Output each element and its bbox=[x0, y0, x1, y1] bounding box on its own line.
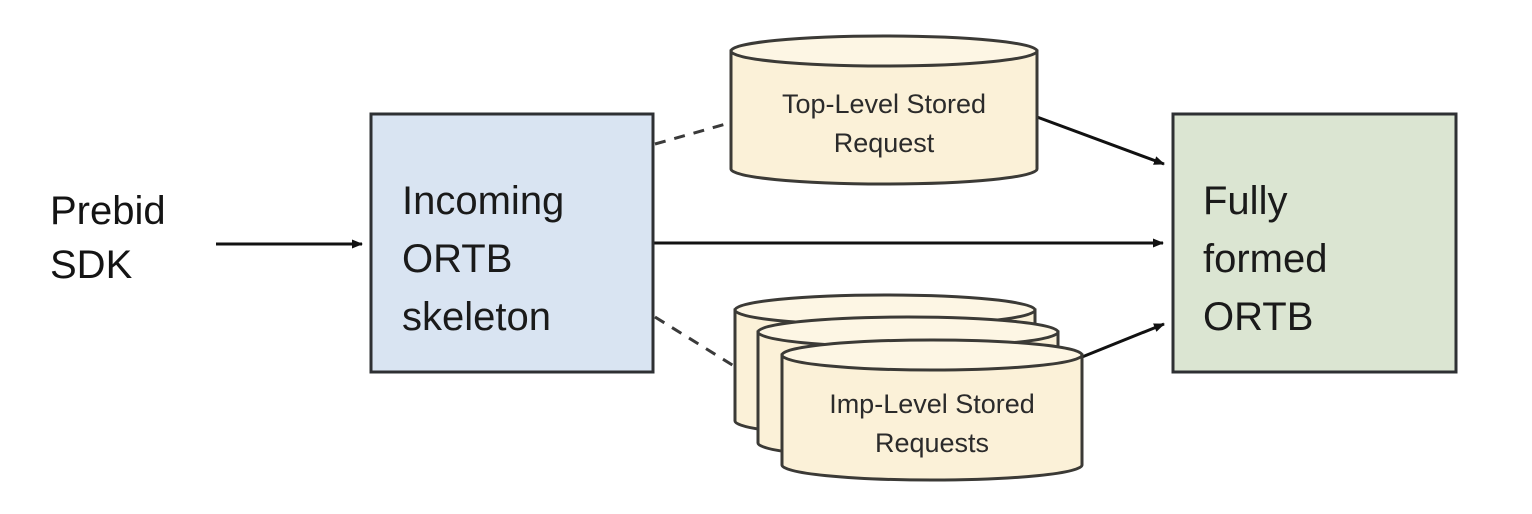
node-incoming-ortb-skeleton[interactable]: Incoming ORTB skeleton bbox=[369, 112, 655, 374]
imp-level-stored-requests-line-1: Imp-Level Stored bbox=[829, 389, 1035, 419]
node-fully-formed-ortb[interactable]: Fully formed ORTB bbox=[1171, 112, 1458, 374]
fully-formed-ortb-line-3: ORTB bbox=[1203, 295, 1313, 339]
top-level-stored-request-line-2: Request bbox=[834, 128, 935, 158]
incoming-ortb-skeleton-line-2: ORTB bbox=[402, 237, 512, 281]
fully-formed-ortb-line-1: Fully bbox=[1203, 179, 1287, 223]
node-top-level-stored-request[interactable]: Top-Level Stored Request bbox=[729, 34, 1039, 186]
incoming-ortb-skeleton-line-3: skeleton bbox=[402, 295, 551, 339]
prebid-sdk-line-1: Prebid bbox=[50, 189, 166, 233]
imp-level-stored-requests-line-2: Requests bbox=[875, 428, 989, 458]
incoming-ortb-skeleton-box[interactable] bbox=[369, 112, 655, 374]
fully-formed-ortb-line-2: formed bbox=[1203, 237, 1328, 281]
imp-level-cylinder-front-body[interactable] bbox=[780, 353, 1084, 482]
node-imp-level-stored-requests[interactable]: Imp-Level Stored Requests bbox=[733, 293, 1084, 482]
imp-level-cylinder-front[interactable] bbox=[780, 338, 1084, 482]
prebid-sdk-line-2: SDK bbox=[50, 243, 133, 287]
incoming-ortb-skeleton-line-1: Incoming bbox=[402, 179, 564, 223]
imp-level-cylinder-front-top bbox=[780, 338, 1084, 372]
edge-skeleton-to-imp-level bbox=[654, 315, 735, 368]
edge-imp-level-to-ortb bbox=[1081, 322, 1165, 359]
node-prebid-sdk: Prebid SDK bbox=[50, 189, 166, 287]
fully-formed-ortb-box[interactable] bbox=[1171, 112, 1458, 374]
edge-top-level-to-ortb bbox=[1036, 115, 1165, 166]
edge-skeleton-to-top-level bbox=[654, 120, 734, 146]
top-level-stored-request-body[interactable] bbox=[729, 49, 1039, 186]
top-level-stored-request-top-ellipse bbox=[729, 34, 1039, 68]
top-level-stored-request-line-1: Top-Level Stored bbox=[782, 89, 986, 119]
